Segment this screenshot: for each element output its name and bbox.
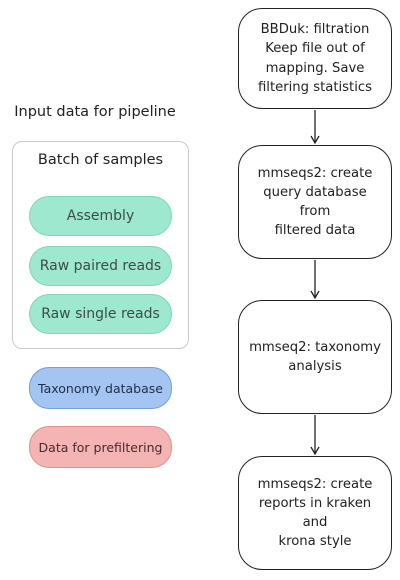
step-2-line-1: mmseqs2: create [257, 165, 373, 181]
step-2-line-2: query database from [263, 184, 367, 219]
step-mmseqs2-query-database: mmseqs2: create query database from filt… [238, 145, 392, 259]
step-4-line-3: krona style [278, 534, 352, 550]
raw-paired-reads-input: Raw paired reads [29, 246, 172, 286]
taxonomy-database-input: Taxonomy database [29, 367, 172, 409]
step-1-line-3: mapping. Save [265, 60, 365, 76]
step-4-line-1: mmseqs2: create [257, 476, 373, 492]
step-mmseq2-taxonomy-analysis: mmseq2: taxonomy analysis [238, 300, 392, 414]
data-for-prefiltering-input: Data for prefiltering [29, 426, 172, 468]
batch-of-samples-title: Batch of samples [37, 152, 164, 168]
input-data-title: Input data for pipeline [14, 104, 176, 120]
arrow-step1-to-step2 [310, 110, 320, 145]
step-2-line-3: filtered data [274, 223, 356, 239]
assembly-input: Assembly [29, 196, 172, 236]
step-bbduk-filtration: BBDuk: filtration Keep file out of mappi… [238, 8, 392, 109]
step-mmseqs2-reports: mmseqs2: create reports in kraken and kr… [238, 456, 392, 570]
step-1-line-4: filtering statistics [257, 79, 373, 95]
arrow-step2-to-step3 [310, 260, 320, 300]
step-4-line-2: reports in kraken and [258, 495, 372, 530]
step-3-line-1: mmseq2: taxonomy [249, 339, 381, 355]
raw-single-reads-input: Raw single reads [29, 294, 172, 334]
step-1-line-2: Keep file out of [265, 41, 365, 57]
step-3-line-2: analysis [288, 359, 342, 374]
arrow-step3-to-step4 [310, 415, 320, 456]
step-1-line-1: BBDuk: filtration [260, 22, 370, 38]
